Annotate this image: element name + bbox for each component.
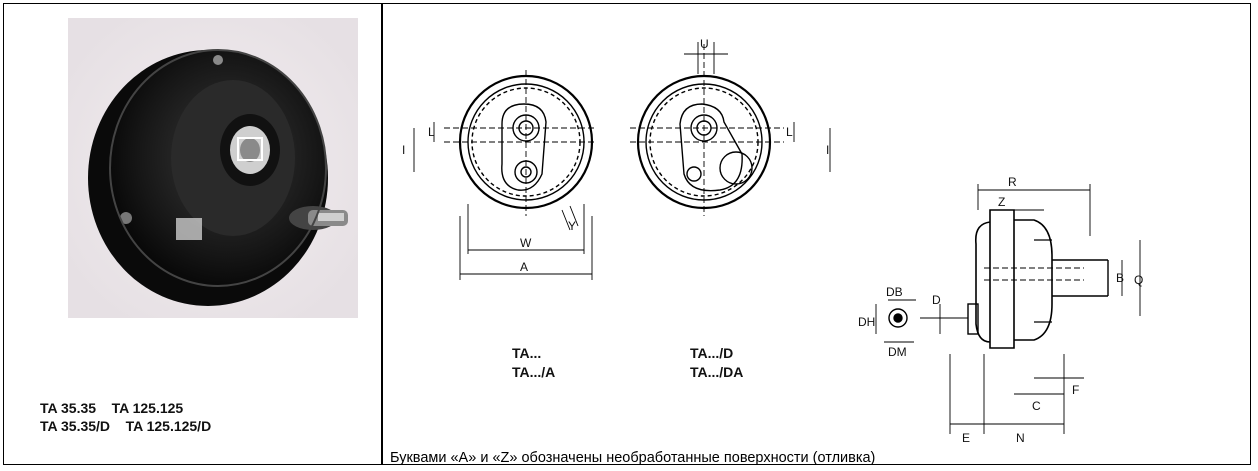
dim-label-DH: DH — [858, 315, 875, 329]
model-list: TA 35.35 TA 125.125 TA 35.35/D TA 125.12… — [40, 399, 211, 435]
variant-label: TA... — [512, 345, 542, 361]
variant-label: TA.../D — [690, 345, 734, 361]
dim-label-DB: DB — [886, 285, 903, 299]
dimension-drawing: L I Y W A U L I R Z B Q DB DH D DM E N C… — [402, 37, 1143, 445]
dim-label-DM: DM — [888, 345, 907, 359]
dim-label-R: R — [1008, 175, 1017, 189]
dim-label-I-2: I — [826, 143, 829, 157]
dim-label-Q: Q — [1134, 273, 1143, 287]
dim-label-N: N — [1016, 431, 1025, 444]
dim-label-U: U — [700, 37, 709, 51]
models-line-1: TA 35.35 TA 125.125 — [40, 400, 184, 416]
view1-variant-labels: TA... TA.../A — [512, 344, 555, 382]
column-divider — [381, 4, 383, 464]
spec-table: TA 35.35 TA 125.125 TA 35.35/D TA 125.12… — [3, 3, 1252, 466]
dim-label-A: A — [520, 260, 528, 274]
variant-label: TA.../A — [512, 364, 556, 380]
view2-variant-labels: TA.../D TA.../DA — [690, 344, 743, 382]
technical-drawing: L I Y W A U L I R Z B Q DB DH D DM E N C… — [384, 4, 1252, 445]
dim-label-Z: Z — [998, 195, 1005, 209]
dim-label-I: I — [402, 143, 405, 157]
footnote: Буквами «А» и «Z» обозначены необработан… — [390, 450, 876, 466]
dim-label-E: E — [962, 431, 970, 444]
dim-label-Y: Y — [568, 219, 576, 233]
dim-label-L-2: L — [786, 125, 793, 139]
dim-label-L: L — [428, 125, 435, 139]
variant-label: TA.../DA — [690, 364, 744, 380]
gearbox-photo-image — [68, 18, 358, 318]
dim-label-B: B — [1116, 271, 1124, 285]
models-line-2: TA 35.35/D TA 125.125/D — [40, 418, 212, 434]
dim-label-D: D — [932, 293, 941, 307]
product-photo — [68, 18, 358, 318]
dim-label-W: W — [520, 236, 532, 250]
dim-label-C: C — [1032, 399, 1041, 413]
dim-label-F: F — [1072, 383, 1079, 397]
